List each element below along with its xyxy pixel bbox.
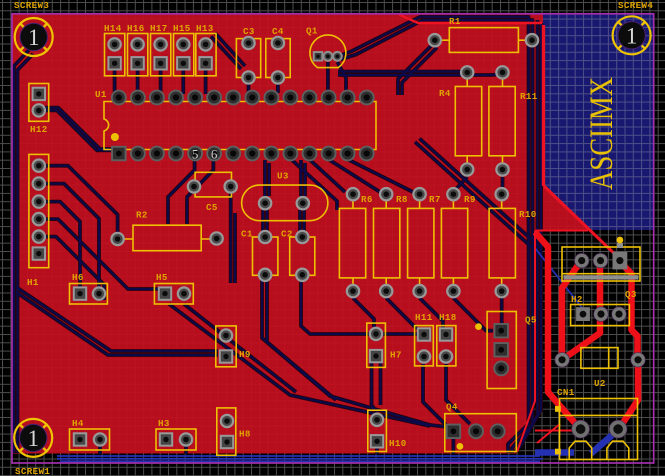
svg-text:Q5: Q5 xyxy=(525,315,537,326)
svg-text:R1: R1 xyxy=(449,16,461,27)
svg-text:H13: H13 xyxy=(196,23,214,34)
svg-text:H11: H11 xyxy=(415,312,433,323)
svg-text:C2: C2 xyxy=(281,229,293,240)
svg-text:H6: H6 xyxy=(72,272,84,283)
svg-text:SCREW1: SCREW1 xyxy=(15,466,50,476)
svg-text:6: 6 xyxy=(211,147,218,162)
svg-text:SCREW4: SCREW4 xyxy=(618,0,653,11)
svg-text:H1: H1 xyxy=(27,277,39,288)
svg-text:U2: U2 xyxy=(594,378,606,389)
svg-text:Q1: Q1 xyxy=(306,26,318,37)
svg-text:R11: R11 xyxy=(520,91,538,102)
svg-text:H5: H5 xyxy=(156,272,168,283)
svg-text:R9: R9 xyxy=(464,194,476,205)
svg-text:R2: R2 xyxy=(136,210,148,221)
svg-text:H10: H10 xyxy=(389,438,407,449)
svg-text:H18: H18 xyxy=(439,312,457,323)
svg-text:Q4: Q4 xyxy=(446,402,458,413)
svg-text:C4: C4 xyxy=(272,26,284,37)
svg-text:CN1: CN1 xyxy=(557,387,575,398)
svg-text:U1: U1 xyxy=(95,89,107,100)
svg-text:Q3: Q3 xyxy=(625,289,637,300)
svg-text:ASCIIMX: ASCIIMX xyxy=(584,77,620,190)
svg-text:5: 5 xyxy=(192,147,199,162)
svg-text:R7: R7 xyxy=(429,194,441,205)
svg-text:H12: H12 xyxy=(30,124,48,135)
svg-text:H2: H2 xyxy=(571,294,583,305)
svg-text:R6: R6 xyxy=(361,194,373,205)
svg-text:H15: H15 xyxy=(173,23,191,34)
svg-text:H7: H7 xyxy=(390,350,402,361)
svg-text:SCREW3: SCREW3 xyxy=(14,0,49,11)
svg-text:R10: R10 xyxy=(519,209,537,220)
svg-text:H16: H16 xyxy=(127,23,145,34)
svg-text:R4: R4 xyxy=(439,88,451,99)
svg-text:H3: H3 xyxy=(158,418,170,429)
svg-text:H17: H17 xyxy=(150,23,168,34)
svg-text:H8: H8 xyxy=(239,429,251,440)
svg-text:H4: H4 xyxy=(72,418,84,429)
svg-text:R8: R8 xyxy=(396,194,408,205)
svg-text:C5: C5 xyxy=(206,202,218,213)
svg-text:H14: H14 xyxy=(104,23,122,34)
svg-text:C3: C3 xyxy=(243,26,255,37)
svg-text:C1: C1 xyxy=(241,229,253,240)
svg-text:H9: H9 xyxy=(239,349,251,360)
svg-text:U3: U3 xyxy=(277,171,289,182)
